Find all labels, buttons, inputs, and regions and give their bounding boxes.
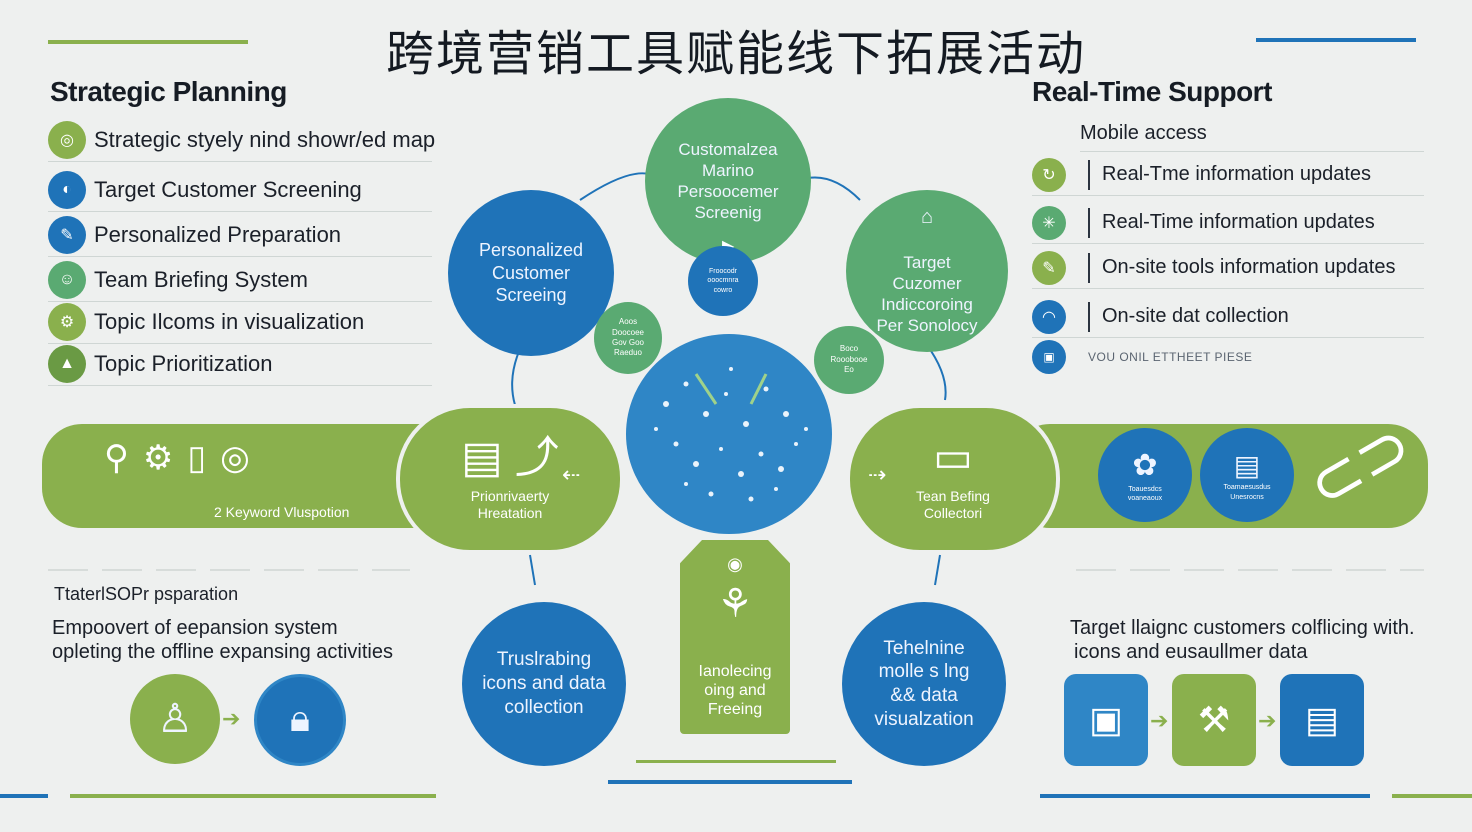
bottom-right-rule-green bbox=[1392, 794, 1472, 798]
keyword-caption: 2 Keyword Vluspotion bbox=[214, 504, 350, 520]
prioritization-caption: Prionrivaerty Hreatation bbox=[470, 487, 550, 522]
checklist-icon: ▤ bbox=[1233, 450, 1261, 482]
top-left-rule bbox=[48, 40, 248, 44]
plan-item-label: Strategic styely nind showr/ed map bbox=[94, 126, 436, 152]
divider bbox=[1088, 159, 1090, 190]
strategic-planning-heading: Strategic Planning bbox=[50, 76, 287, 107]
team-briefing-node[interactable]: ▭ Tean Befing Collectori bbox=[846, 404, 1060, 554]
support-item-extra[interactable]: ▣ VOU ONIL ETTHEET PIESE bbox=[1032, 336, 1424, 378]
tree-icon: ⚘ bbox=[717, 582, 753, 626]
clipboard-icon[interactable]: ▤ bbox=[1280, 674, 1364, 766]
top-right-rule bbox=[1256, 38, 1416, 42]
arrow-left-icon: ⇠ bbox=[562, 462, 581, 487]
center-bottom-caption: Ianolecing oing and Freeing bbox=[698, 663, 772, 719]
arrow-right-icon: ⇢ bbox=[868, 462, 887, 487]
bottom-left-text-1: Empoovert of eepansion system bbox=[52, 617, 338, 639]
bottom-right-rule-blue bbox=[1040, 794, 1370, 798]
bottom-left-heading: TtaterlSOPr psparation bbox=[54, 584, 239, 604]
team-briefing-caption: Tean Befing Collectori bbox=[916, 487, 990, 522]
plan-item-topic-prioritization[interactable]: ▲ Topic Prioritization bbox=[48, 342, 432, 386]
divider bbox=[1088, 301, 1090, 332]
data-icon: ◠ bbox=[1032, 299, 1066, 334]
person-icon: ◉ bbox=[727, 554, 743, 574]
plan-item-label: Team Briefing System bbox=[94, 266, 308, 292]
sync-icon: ↻ bbox=[1032, 157, 1066, 192]
support-item-realtime-updates-2[interactable]: ✳ Real-Time information updates bbox=[1032, 202, 1424, 244]
page-title: 跨境营销工具赋能线下拓展活动 bbox=[385, 26, 1086, 82]
sync-node[interactable]: ✿ Toauesdcs voaneaoux bbox=[1098, 428, 1192, 522]
document-icon: ▤ ⤴ bbox=[461, 432, 559, 482]
network-dots-icon bbox=[654, 367, 808, 502]
support-item-label: Real-Time information updates bbox=[1102, 211, 1375, 233]
bubble-left: Aoos Doocoee Gov Goo Raeduo bbox=[594, 302, 662, 374]
plan-item-label: Topic Ilcoms in visualization bbox=[94, 308, 365, 334]
lock-icon[interactable]: 🔒︎ bbox=[254, 674, 346, 766]
laptop-icon: ▭ bbox=[933, 432, 973, 480]
person-icon[interactable]: ♙ bbox=[130, 674, 220, 764]
support-item-label: On-site dat collection bbox=[1102, 305, 1289, 327]
tablet-icon[interactable]: ▣ bbox=[1064, 674, 1148, 766]
real-time-support-heading: Real-Time Support bbox=[1032, 76, 1272, 107]
bottom-left-rule-green bbox=[70, 794, 436, 798]
tools-icon[interactable]: ⚒ bbox=[1172, 674, 1256, 766]
bottom-center-rule bbox=[608, 780, 852, 784]
center-right-node[interactable]: ⌂ Target Cuzomer Indiccoroing Per Sonolo… bbox=[846, 190, 1008, 352]
plan-item-team-briefing[interactable]: ☺ Team Briefing System bbox=[48, 258, 432, 302]
network-icon: ✳ bbox=[1032, 205, 1066, 240]
left-keyword-band: ⚲⚙▯◎ 2 Keyword Vluspotion bbox=[42, 424, 462, 528]
support-item-onsite-tools[interactable]: ✎ On-site tools information updates bbox=[1032, 247, 1424, 289]
bubble-right-text: Boco Rooobooe Eo bbox=[830, 344, 868, 375]
bubble-right: Boco Rooobooe Eo bbox=[814, 326, 884, 394]
bottom-center-rule-green bbox=[636, 760, 836, 763]
plan-item-topic-visualization[interactable]: ⚙ Topic Ilcoms in visualization bbox=[48, 300, 432, 344]
center-hub[interactable] bbox=[626, 334, 832, 534]
keyword-icons: ⚲⚙▯◎ bbox=[104, 439, 264, 477]
checklist-node[interactable]: ▤ Toamaesusdus Unesrocns bbox=[1200, 428, 1294, 522]
center-right-caption: Target Cuzomer Indiccoroing Per Sonolocy bbox=[876, 252, 978, 336]
bubble-left-text: Aoos Doocoee Gov Goo Raeduo bbox=[611, 317, 645, 358]
bottom-left-rule-blue bbox=[0, 794, 48, 798]
triangle-icon: ▲ bbox=[48, 344, 86, 383]
support-item-realtime-updates-1[interactable]: ↻ Real-Tme information updates bbox=[1032, 154, 1424, 196]
sync-icon: ✿ bbox=[1132, 449, 1158, 483]
plan-item-label: Target Customer Screening bbox=[94, 176, 362, 202]
bottom-right-node[interactable]: Tehelnine molle s lng && data visualzati… bbox=[842, 602, 1006, 766]
support-item-label: Real-Tme information updates bbox=[1102, 163, 1372, 185]
bottom-right-text-2: icons and eusaullmer data bbox=[1074, 641, 1308, 663]
bubble-top: Froocodr ooocmnra cowro bbox=[688, 246, 758, 316]
team-icon: ☺ bbox=[48, 260, 86, 299]
tools-icon: ✎ bbox=[48, 215, 86, 254]
strategy-icon: ◎ bbox=[48, 120, 86, 159]
plan-item-personalized-prep[interactable]: ✎ Personalized Preparation bbox=[48, 213, 432, 257]
support-item-label: VOU ONIL ETTHEET PIESE bbox=[1088, 350, 1253, 364]
divider bbox=[1088, 207, 1090, 238]
center-top-node[interactable]: Customalzea Marino Persoocemer Screenig bbox=[645, 98, 811, 264]
support-item-onsite-data[interactable]: ◠ On-site dat collection bbox=[1032, 296, 1424, 338]
card-icon: ▣ bbox=[1032, 340, 1066, 374]
wrench-icon: ✎ bbox=[1032, 250, 1066, 285]
mobile-access-label: Mobile access bbox=[1080, 122, 1424, 152]
bubble-top-text: Froocodr ooocmnra cowro bbox=[707, 268, 739, 294]
arrow-right-icon: ➔ bbox=[222, 706, 241, 731]
bottom-left-text-2: opleting the offline expansing activitie… bbox=[52, 641, 393, 663]
gear-icon: ⚙ bbox=[48, 302, 86, 341]
plan-item-strategy-map[interactable]: ◎ Strategic styely nind showr/ed map bbox=[48, 118, 436, 162]
plan-item-label: Personalized Preparation bbox=[94, 221, 342, 247]
center-bottom-tag[interactable]: ◉ ⚘ Ianolecing oing and Freeing bbox=[680, 540, 790, 734]
bottom-left-node[interactable]: Truslrabing icons and data collection bbox=[462, 602, 626, 766]
sync-node-caption: Toauesdcs voaneaoux bbox=[1127, 485, 1163, 502]
bottom-right-text-1: Target llaignc customers colflicing with… bbox=[1070, 617, 1415, 639]
center-left-node[interactable]: Personalized Customer Screeing bbox=[448, 190, 614, 356]
divider bbox=[1088, 252, 1090, 283]
building-icon: ⌂ bbox=[920, 206, 934, 229]
checklist-node-caption: Toamaesusdus Unesrocns bbox=[1223, 484, 1271, 501]
plan-item-label: Topic Prioritization bbox=[94, 350, 273, 376]
arrow-right-icon: ➔ bbox=[1258, 708, 1277, 733]
arrow-right-icon: ➔ bbox=[1150, 708, 1169, 733]
plan-item-target-screening[interactable]: ◐ Target Customer Screening bbox=[48, 168, 432, 212]
globe-icon: ◐ bbox=[48, 170, 86, 209]
support-item-label: On-site tools information updates bbox=[1102, 256, 1396, 278]
prioritization-node[interactable]: ▤ ⤴ Prionrivaerty Hreatation bbox=[396, 404, 624, 554]
